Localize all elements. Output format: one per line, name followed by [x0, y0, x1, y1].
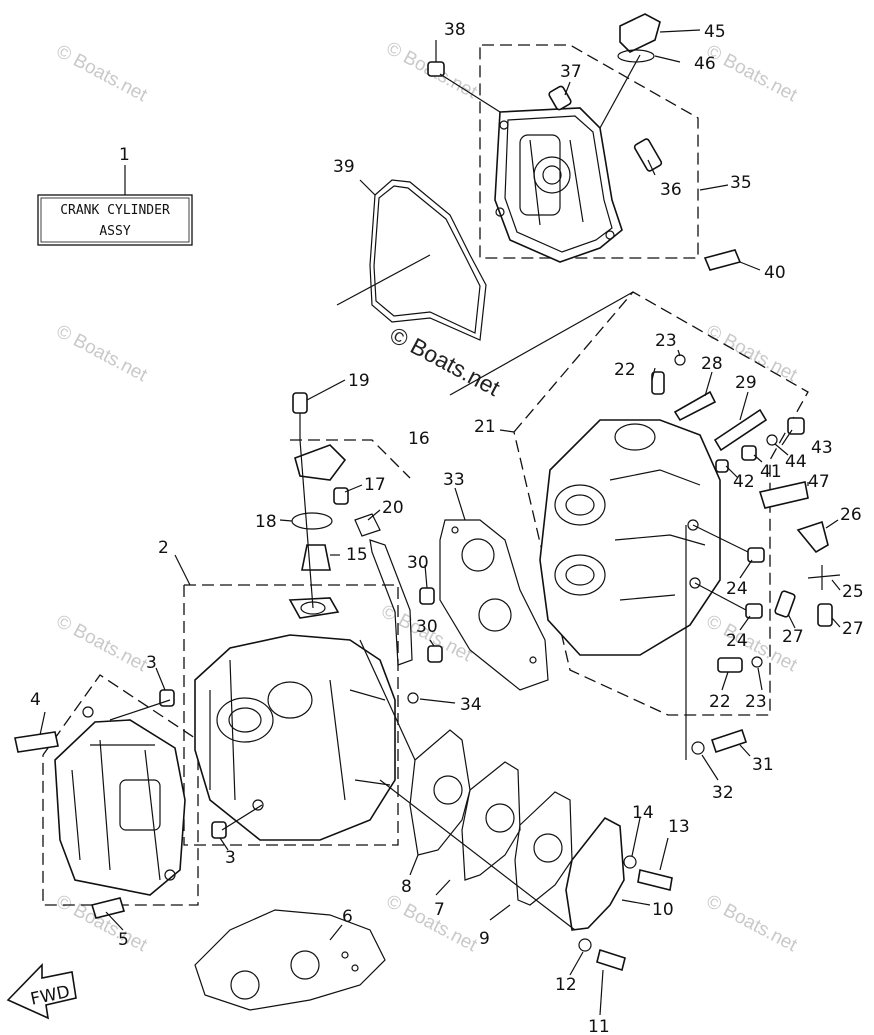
callout-9: 9 — [479, 929, 490, 949]
callout-44: 44 — [785, 452, 807, 472]
callout-21: 21 — [474, 417, 496, 437]
hardware — [14, 13, 841, 972]
callout-26: 26 — [840, 505, 862, 525]
base-gasket — [194, 909, 386, 1011]
watermark: © Boats.net — [53, 321, 151, 387]
cylinder-head-cover — [494, 107, 623, 263]
callout-22: 22 — [709, 692, 731, 712]
callout-14: 14 — [632, 803, 654, 823]
callout-18: 18 — [255, 512, 277, 532]
callout-28: 28 — [701, 354, 723, 374]
callout-15: 15 — [346, 545, 368, 565]
callout-2: 2 — [158, 538, 169, 558]
callout-27: 27 — [782, 627, 804, 647]
watermark: © Boats.net — [703, 41, 801, 107]
callout-36: 36 — [660, 180, 682, 200]
callout-17: 17 — [364, 475, 386, 495]
head-gasket — [439, 519, 549, 691]
callout-16: 16 — [408, 429, 430, 449]
callout-5: 5 — [118, 930, 129, 950]
callout-39: 39 — [333, 157, 355, 177]
watermark-center: © Boats.net — [386, 321, 505, 401]
callout-22: 22 — [614, 360, 636, 380]
callout-12: 12 — [555, 975, 577, 995]
watermark: © Boats.net — [53, 611, 151, 677]
callout-34: 34 — [460, 695, 482, 715]
watermark: © Boats.net — [53, 41, 151, 107]
watermark: © Boats.net — [53, 891, 151, 957]
callout-30: 30 — [416, 617, 438, 637]
callout-37: 37 — [560, 62, 582, 82]
callout-47: 47 — [808, 472, 830, 492]
callout-labels: 1 2 3 3 4 5 6 7 8 9 10 11 12 13 14 15 16… — [30, 20, 864, 1035]
callout-25: 25 — [842, 582, 864, 602]
callout-23: 23 — [745, 692, 767, 712]
exhaust-plates — [409, 729, 625, 931]
callout-42: 42 — [733, 472, 755, 492]
callout-11: 11 — [588, 1017, 610, 1035]
cover-gasket — [369, 179, 487, 341]
callout-40: 40 — [764, 263, 786, 283]
callout-30: 30 — [407, 553, 429, 573]
callout-3: 3 — [225, 848, 236, 868]
callout-29: 29 — [735, 373, 757, 393]
callout-41: 41 — [760, 462, 782, 482]
callout-38: 38 — [444, 20, 466, 40]
callout-20: 20 — [382, 498, 404, 518]
callout-31: 31 — [752, 755, 774, 775]
callout-27: 27 — [842, 619, 864, 639]
assembly-box: CRANK CYLINDER ASSY — [37, 165, 193, 246]
cylinder-block — [194, 597, 396, 841]
callout-43: 43 — [811, 438, 833, 458]
intake-manifold — [54, 706, 186, 896]
callout-35: 35 — [730, 173, 752, 193]
assy-line1: CRANK CYLINDER — [60, 203, 170, 218]
callout-7: 7 — [434, 900, 445, 920]
callout-46: 46 — [694, 54, 716, 74]
watermark: © Boats.net — [703, 891, 801, 957]
callout-8: 8 — [401, 877, 412, 897]
callout-1: 1 — [119, 145, 130, 165]
fwd-arrow: FWD — [6, 963, 77, 1020]
callout-6: 6 — [342, 907, 353, 927]
watermark: © Boats.net — [383, 891, 481, 957]
callout-19: 19 — [348, 371, 370, 391]
assy-line2: ASSY — [99, 224, 130, 239]
callout-13: 13 — [668, 817, 690, 837]
callout-24: 24 — [726, 631, 748, 651]
callout-45: 45 — [704, 22, 726, 42]
group-outlines — [42, 44, 809, 906]
callout-10: 10 — [652, 900, 674, 920]
callout-23: 23 — [655, 331, 677, 351]
leader-lines — [39, 29, 841, 1016]
callout-32: 32 — [712, 783, 734, 803]
callout-3: 3 — [146, 653, 157, 673]
callout-33: 33 — [443, 470, 465, 490]
callout-24: 24 — [726, 579, 748, 599]
cylinder-head — [539, 419, 721, 656]
callout-4: 4 — [30, 690, 41, 710]
